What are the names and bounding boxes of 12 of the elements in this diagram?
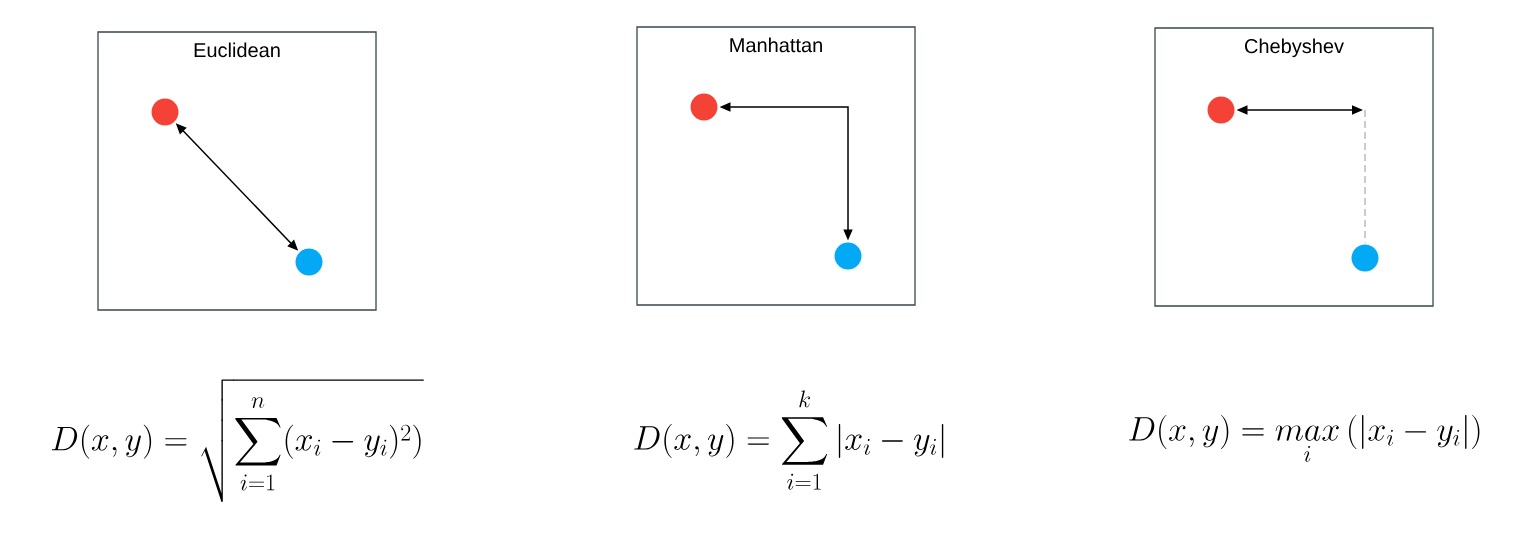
point-dot (1351, 244, 1379, 272)
distance-formula: $D(x, y) = \mathop{max}\limits_{i}\,(|x_i - y_i|)$ (1129, 414, 1480, 462)
panel-title: Manhattan (730, 37, 822, 53)
point-dot (1207, 96, 1235, 124)
panel-title: Chebyshev (1245, 38, 1344, 58)
distance-formula: $D(x, y) = \sqrt{\sum_{i=1}^{n} (x_i - y_i)^2)}$ (51, 379, 424, 502)
point-dot (295, 248, 323, 276)
point-dot (151, 98, 179, 126)
distance-formula: $D(x, y) = \sum_{i=1}^{k} |x_i - y_i|$ (634, 390, 944, 490)
panel-title: Euclidean (194, 42, 280, 58)
point-dot (690, 93, 718, 121)
point-dot (834, 242, 862, 270)
